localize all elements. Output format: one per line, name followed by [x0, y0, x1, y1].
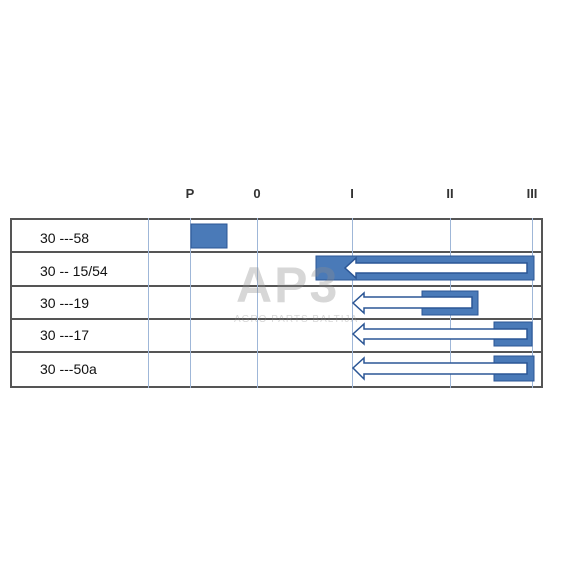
row-divider	[10, 285, 543, 287]
position-block-p	[190, 223, 228, 249]
row-divider	[10, 351, 543, 353]
row-label-50a: 30 ---50a	[40, 361, 97, 377]
column-label-i: I	[350, 186, 354, 201]
row-divider	[10, 318, 543, 320]
column-label-0: 0	[253, 186, 261, 201]
row-label-58: 30 ---58	[40, 230, 90, 246]
return-arrow-17	[351, 322, 528, 346]
return-arrow-15-54	[343, 256, 528, 280]
column-label-p: P	[185, 186, 195, 201]
return-arrow-19	[351, 291, 473, 315]
column-divider	[148, 218, 149, 388]
row-label-17: 30 ---17	[40, 327, 90, 343]
row-label-19: 30 ---19	[40, 295, 90, 311]
row-label-15-54: 30 -- 15/54	[40, 263, 108, 279]
column-divider	[257, 218, 258, 388]
column-label-ii: II	[446, 186, 454, 201]
watermark-text: AGRO PARTS BALTIJA	[234, 314, 359, 325]
column-label-iii: III	[526, 186, 538, 201]
row-divider	[10, 251, 543, 253]
column-divider	[532, 218, 533, 388]
column-divider	[190, 218, 191, 388]
watermark-logo: AP3	[236, 257, 340, 313]
return-arrow-50a	[351, 356, 528, 381]
switch-table	[10, 218, 543, 388]
